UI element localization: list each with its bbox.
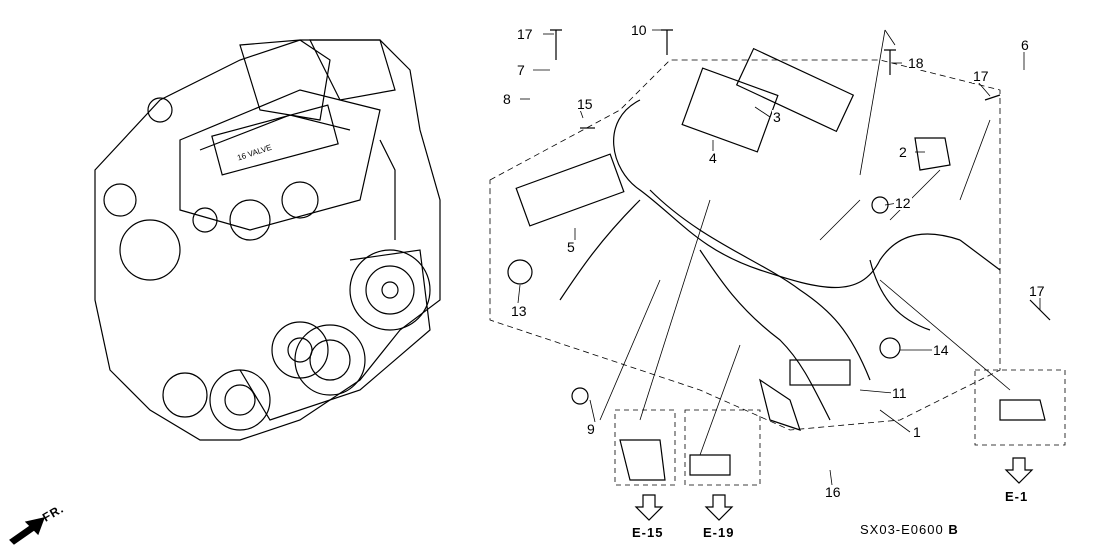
callout-9: 9 xyxy=(586,421,596,437)
leader-lines xyxy=(517,29,1041,486)
callout-3: 3 xyxy=(772,109,782,125)
callout-17: 17 xyxy=(972,68,990,84)
callout-17: 17 xyxy=(1028,283,1046,299)
callout-1: 1 xyxy=(912,424,922,440)
callout-13: 13 xyxy=(510,303,528,319)
callout-8: 8 xyxy=(502,91,512,107)
harness-boundary xyxy=(489,59,1001,431)
callout-16: 16 xyxy=(824,484,842,500)
front-arrow-icon xyxy=(9,517,45,545)
callout-15: 15 xyxy=(576,96,594,112)
diagram-revision: B xyxy=(948,522,959,537)
reference-e-15: E-15 xyxy=(632,525,664,540)
callout-12: 12 xyxy=(894,195,912,211)
callout-10: 10 xyxy=(630,22,648,38)
reference-e-19: E-19 xyxy=(703,525,735,540)
callout-4: 4 xyxy=(708,150,718,166)
diagram-code-text: SX03-E0600 xyxy=(860,522,944,537)
callout-2: 2 xyxy=(898,144,908,160)
callout-17: 17 xyxy=(516,26,534,42)
callout-5: 5 xyxy=(566,239,576,255)
engine-assembly: 16 VALVE xyxy=(94,39,441,441)
svg-text:16 VALVE: 16 VALVE xyxy=(236,143,273,163)
callout-7: 7 xyxy=(516,62,526,78)
diagram-code: SX03-E0600 B xyxy=(860,522,959,537)
callout-14: 14 xyxy=(932,342,950,358)
reference-boxes xyxy=(614,369,1066,486)
reference-e-1: E-1 xyxy=(1005,489,1029,504)
callout-18: 18 xyxy=(907,55,925,71)
engine-wire-harness xyxy=(507,47,1046,481)
bolts xyxy=(550,29,1051,321)
callout-11: 11 xyxy=(891,385,908,401)
callout-6: 6 xyxy=(1020,37,1030,53)
reference-arrows xyxy=(9,457,1034,545)
